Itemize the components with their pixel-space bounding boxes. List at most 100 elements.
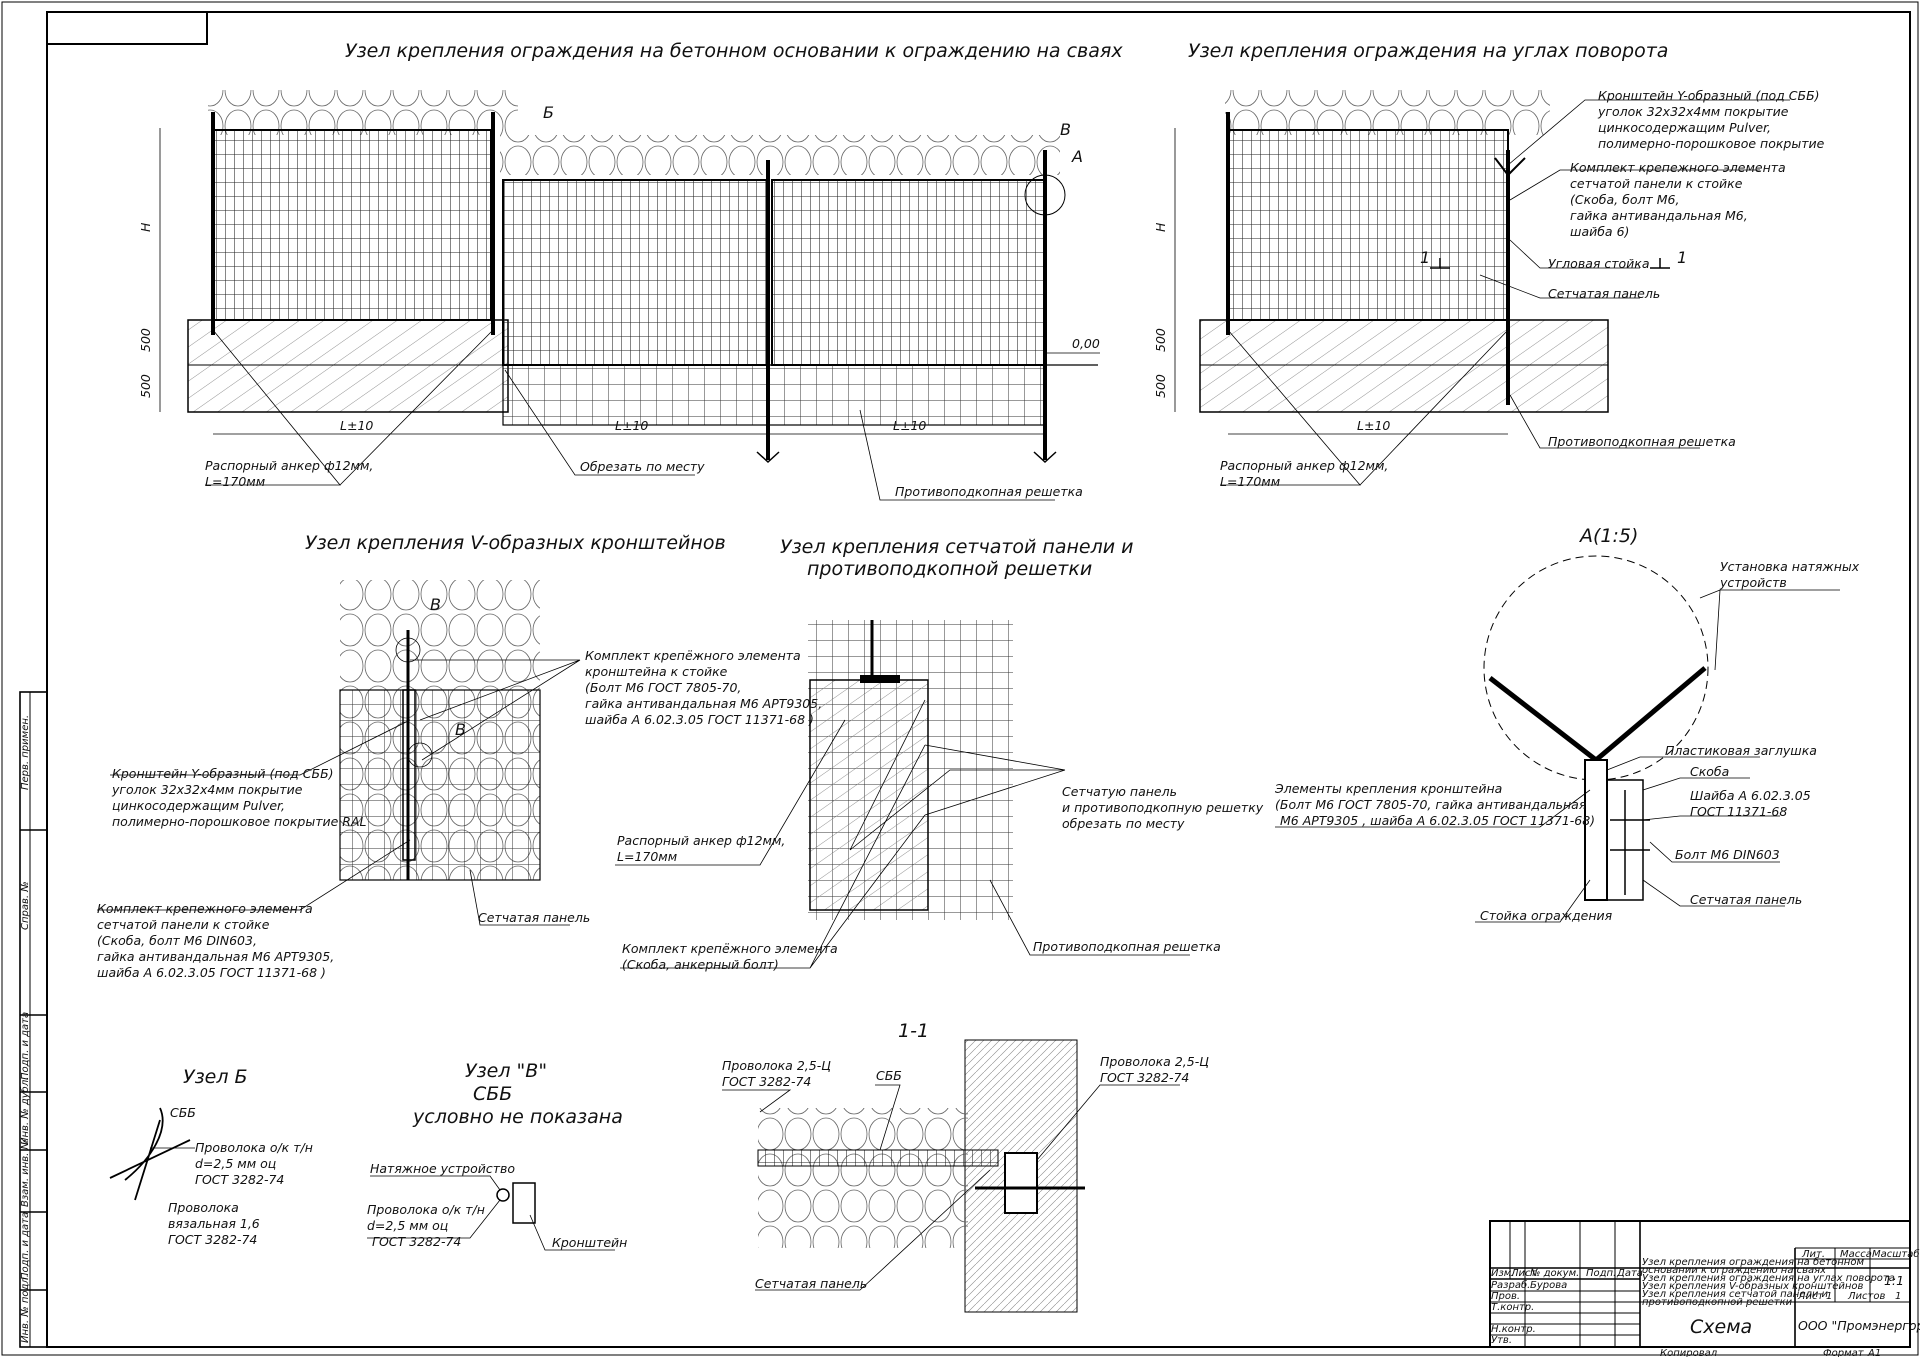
- v4-cut-3: обрезать по месту: [1062, 816, 1185, 831]
- tb-format-value: А1: [1867, 1348, 1881, 1357]
- v2-anchor-1: Распорный анкер ф12мм,: [1220, 458, 1388, 473]
- node-v-title-1: Узел "В": [465, 1060, 547, 1082]
- dim-500-a: 500: [138, 328, 153, 352]
- v3-panel-kit-3: (Скоба, болт М6 DIN603,: [97, 933, 257, 948]
- v3-bracket-4: полимерно-порошковое покрытие RAL: [112, 814, 367, 829]
- v3-bracket-3: цинкосодержащим Pulver,: [112, 798, 285, 813]
- v3-kit-3: (Болт М6 ГОСТ 7805-70,: [585, 680, 741, 695]
- v5-washer-2: ГОСТ 11371-68: [1690, 804, 1787, 819]
- mark-b: Б: [543, 103, 554, 122]
- tb-col-list: Лист: [1510, 1268, 1538, 1279]
- v3-kit-4: гайка антивандальная М6 АРТ9305,: [585, 696, 822, 711]
- razor-wire-1: [208, 90, 518, 135]
- v2-kit-5: шайба 6): [1570, 224, 1629, 239]
- v1-grate-label: Противоподкопная решетка: [895, 484, 1083, 499]
- tb-col-date: Дата: [1616, 1268, 1643, 1279]
- mark-v: В: [1060, 120, 1071, 139]
- v6-wire2-1: Проволока: [168, 1200, 239, 1215]
- v5-tension-2: устройств: [1719, 575, 1787, 590]
- v2-section-mark-r: 1: [1677, 248, 1687, 267]
- view-v-brackets-title: Узел крепления V-образных кронштейнов: [305, 532, 726, 554]
- v8-wire-left: [758, 1108, 968, 1248]
- dim-h: H: [138, 222, 153, 232]
- anti-dig-grate: [502, 364, 1045, 426]
- view-concrete-title: Узел крепления ограждения на бетонном ос…: [345, 40, 1123, 62]
- v5-clip: Скоба: [1690, 764, 1729, 779]
- side-stamp-6: Подп. и дата: [20, 1212, 31, 1280]
- v8-sbb: СББ: [876, 1068, 902, 1083]
- v3-panel-kit-2: сетчатой панели к стойке: [97, 917, 270, 932]
- v4-kit-2: (Скоба, анкерный болт): [622, 957, 779, 972]
- v4-kit-1: Комплект крепёжного элемента: [622, 941, 838, 956]
- v8-mesh-panel: Сетчатая панель: [755, 1276, 867, 1291]
- v8-wire-left-1: Проволока 2,5-Ц: [722, 1058, 831, 1073]
- v5-tension-1: Установка натяжных: [1720, 559, 1860, 574]
- v2-kit-2: сетчатой панели к стойке: [1570, 176, 1743, 191]
- mesh-panel-1: [212, 129, 492, 321]
- view-panel-title-1: Узел крепления сетчатой панели и: [780, 536, 1134, 558]
- v3-mark-v2: В: [455, 720, 466, 739]
- mark-a: А: [1071, 147, 1083, 166]
- detail-a-clip: [1606, 779, 1644, 901]
- dim-l-3: L±10: [893, 418, 926, 433]
- v2-section-mark-l: 1: [1420, 248, 1430, 267]
- view-panel-grate: Узел крепления сетчатой панели и противо…: [615, 536, 1264, 972]
- dim-500-b: 500: [138, 374, 153, 398]
- side-stamp: Перв. примен. Справ. № Подп. и дата Инв.…: [19, 691, 48, 1348]
- razor-wire-3: [1225, 90, 1550, 135]
- dim-l-2: L±10: [615, 418, 648, 433]
- v3-bracket-1: Кронштейн Y-образный (под СББ): [112, 766, 334, 781]
- v2-kit-3: (Скоба, болт М6,: [1570, 192, 1679, 207]
- v5-elements-1: Элементы крепления кронштейна: [1274, 781, 1502, 796]
- v6-wire1-2: d=2,5 мм оц: [195, 1156, 276, 1171]
- tb-row-nkontr: Н.контр.: [1491, 1324, 1536, 1335]
- concrete-base: [187, 319, 509, 413]
- view-v-brackets: Узел крепления V-образных кронштейнов В …: [97, 532, 822, 980]
- tb-scale: Масштаб: [1872, 1248, 1920, 1260]
- title-block: Изм. Лист № докум. Подп. Дата Разраб. Бу…: [1489, 1220, 1920, 1357]
- mesh-panel-2: [502, 179, 769, 366]
- v7-bracket: Кронштейн: [552, 1235, 627, 1250]
- side-stamp-1: Перв. примен.: [20, 715, 31, 790]
- tb-col-doc: № докум.: [1529, 1268, 1579, 1279]
- v6-wire2-2: вязальная 1,6: [168, 1216, 260, 1231]
- v5-elements-3: М6 АРТ9305 , шайба А 6.02.3.05 ГОСТ 1137…: [1280, 813, 1595, 828]
- v3-panel-kit-1: Комплект крепежного элемента: [97, 901, 313, 916]
- v7-wire-1: Проволока о/к т/н: [367, 1202, 485, 1217]
- tb-razrab-name: Бурова: [1530, 1280, 1567, 1291]
- v5-bolt: Болт М6 DIN603: [1675, 847, 1780, 862]
- tb-scale-value: 1:1: [1884, 1273, 1904, 1288]
- tb-doc-title-6: противоподкопной решетки: [1642, 1297, 1793, 1308]
- v2-anchor-2: L=170мм: [1220, 474, 1280, 489]
- tb-format: Формат: [1823, 1348, 1865, 1357]
- v3-mark-v1: В: [430, 595, 441, 614]
- tb-lit: Лит.: [1801, 1249, 1825, 1260]
- v1-anchor-1: Распорный анкер ф12мм,: [205, 458, 373, 473]
- tb-copied: Копировал: [1660, 1348, 1718, 1357]
- v8-panel: [757, 1149, 999, 1167]
- node-b-title: Узел Б: [183, 1066, 248, 1088]
- pile-tip-1: [756, 451, 780, 464]
- y-bracket-corner: [1494, 157, 1526, 176]
- v4-anchor-1: Распорный анкер ф12мм,: [617, 833, 785, 848]
- view-corners-title: Узел крепления ограждения на углах повор…: [1188, 40, 1668, 62]
- v1-anchor-2: L=170мм: [205, 474, 265, 489]
- detail-a-post: [1584, 759, 1608, 901]
- view-concrete-to-piles: Узел крепления ограждения на бетонном ос…: [138, 40, 1123, 501]
- v3-kit-2: кронштейна к стойке: [585, 664, 728, 679]
- tb-doc-title-2: основании к ограждению на сваях: [1642, 1265, 1826, 1276]
- view-corners: Узел крепления ограждения на углах повор…: [1153, 40, 1825, 489]
- v6-wire2-3: ГОСТ 3282-74: [168, 1232, 257, 1247]
- v4-anchor-2: L=170мм: [617, 849, 677, 864]
- tb-row-prov: Пров.: [1491, 1291, 1520, 1302]
- v4-cut-2: и противоподкопную решетку: [1062, 800, 1264, 815]
- level-mark: 0,00: [1072, 336, 1100, 351]
- v2-bracket-4: полимерно-порошковое покрытие: [1598, 136, 1825, 151]
- v3-kit-5: шайба А 6.02.3.05 ГОСТ 11371-68 ): [585, 712, 814, 727]
- node-v-title-2: СББ: [473, 1083, 512, 1105]
- v4-grate-label: Противоподкопная решетка: [1033, 939, 1221, 954]
- v2-bracket-1: Кронштейн Y-образный (под СББ): [1598, 88, 1820, 103]
- view-section-1-1: 1-1 Проволока 2,5-Ц ГОСТ 3282-74 СББ Про…: [722, 1020, 1209, 1313]
